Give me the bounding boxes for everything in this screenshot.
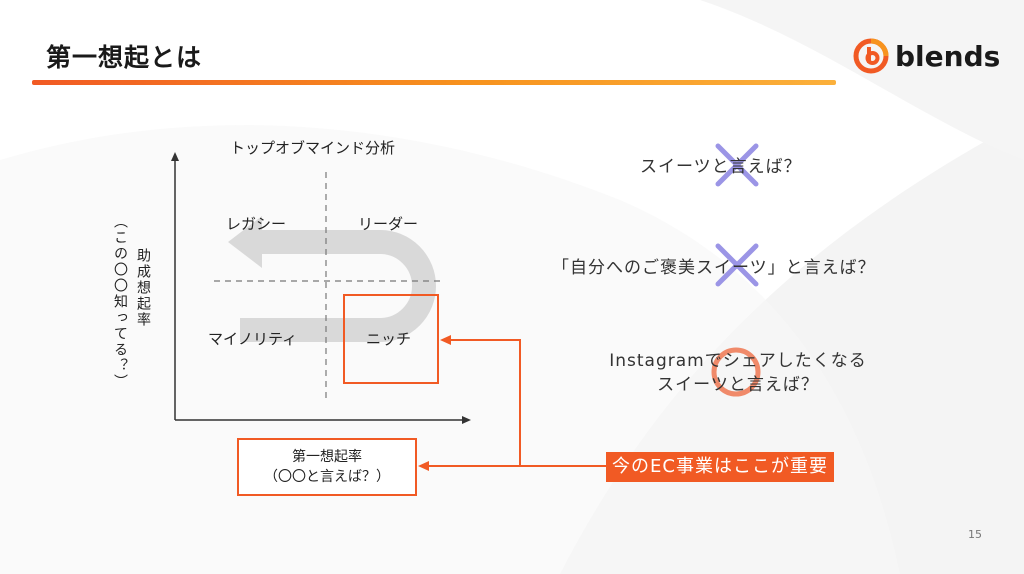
question-3-line-2: スイーツと言えば？ xyxy=(657,375,819,395)
title-underline xyxy=(32,80,836,85)
circle-mark xyxy=(711,347,761,397)
y-axis-label-main: 助成想起率 xyxy=(135,248,151,328)
callout-connector xyxy=(426,339,606,467)
niche-highlight-box xyxy=(343,294,439,384)
y-axis-label-sub: （この〇〇知ってる？） xyxy=(112,214,128,390)
logo-text: blends xyxy=(895,39,1001,73)
page-number: 15 xyxy=(968,528,982,541)
quadrant-niche: ニッチ xyxy=(366,330,412,348)
cross-mark-1 xyxy=(715,143,759,187)
slide-title: 第一想起とは xyxy=(46,43,203,72)
first-recall-rate-box: 第一想起率 （〇〇と言えば？） xyxy=(237,438,417,496)
ec-business-callout: 今のEC事業はここが重要 xyxy=(606,452,834,482)
blends-logo-icon xyxy=(853,38,889,74)
question-1: スイーツと言えば？ xyxy=(640,157,802,177)
first-recall-rate-sub: （〇〇と言えば？） xyxy=(264,469,390,485)
question-2: 「自分へのご褒美スイーツ」と言えば？ xyxy=(552,258,876,278)
u-turn-arrowhead xyxy=(228,216,262,268)
blends-logo: blends xyxy=(853,36,1000,76)
question-3-line-1: Instagramでシェアしたくなる xyxy=(609,351,867,371)
quadrant-legacy: レガシー xyxy=(226,215,287,233)
cross-mark-2 xyxy=(715,243,759,287)
quadrant-minority: マイノリティ xyxy=(208,330,298,348)
diagram-title: トップオブマインド分析 xyxy=(230,139,396,157)
quadrant-leader: リーダー xyxy=(358,215,419,233)
first-recall-rate-label: 第一想起率 xyxy=(292,449,362,465)
u-turn-arrow xyxy=(240,230,436,342)
